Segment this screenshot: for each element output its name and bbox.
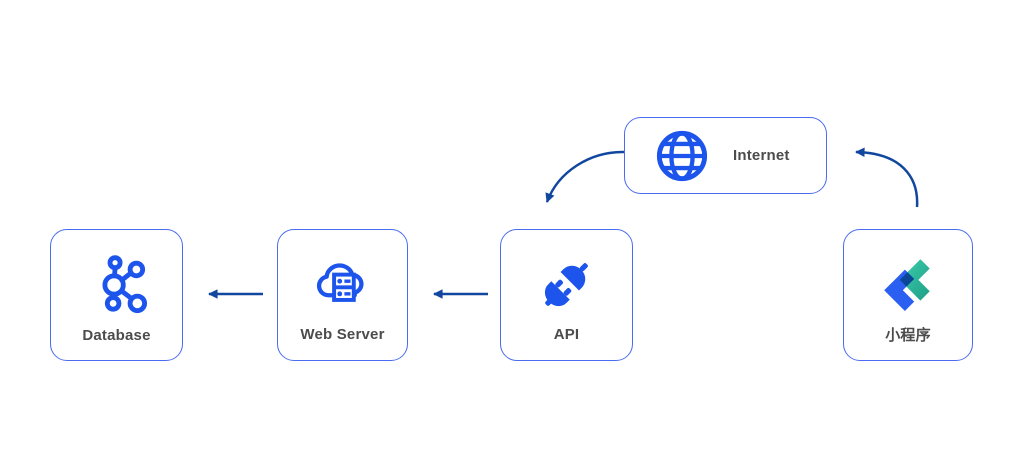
node-webserver-label: Web Server <box>300 325 385 343</box>
node-database: Database <box>50 229 183 361</box>
node-api: API <box>500 229 633 361</box>
node-database-label: Database <box>82 326 151 344</box>
node-miniprogram: 小程序 <box>843 229 973 361</box>
node-internet: Internet <box>624 117 827 194</box>
network-nodes-icon <box>86 253 148 315</box>
node-miniprogram-label: 小程序 <box>885 326 931 344</box>
edge-miniprogram-to-internet <box>855 147 919 208</box>
node-webserver: Web Server <box>277 229 408 361</box>
node-internet-label: Internet <box>733 147 790 164</box>
node-api-label: API <box>553 325 580 343</box>
globe-icon <box>655 129 709 183</box>
edge-internet-to-api <box>545 150 626 203</box>
plug-icon <box>537 254 597 314</box>
cloud-server-icon <box>313 254 373 314</box>
miniprogram-icon <box>879 252 937 312</box>
